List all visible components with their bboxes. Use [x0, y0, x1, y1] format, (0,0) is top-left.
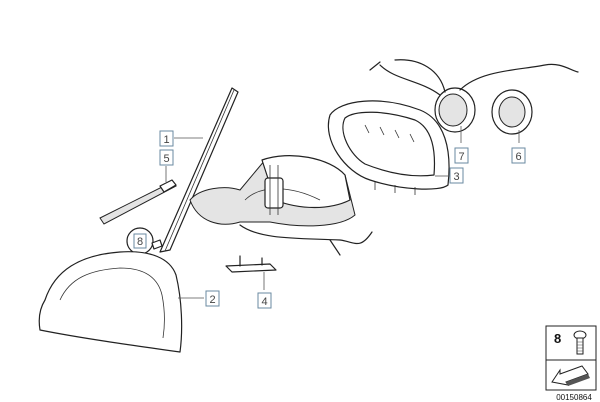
bracket[interactable]: [225, 255, 277, 273]
screw-stub: [151, 239, 163, 250]
image-code: 00150864: [556, 393, 592, 402]
callout-3[interactable]: 3: [449, 167, 464, 184]
svg-text:6: 6: [515, 151, 521, 163]
mirror-housing[interactable]: [189, 155, 373, 256]
callout-2[interactable]: 2: [205, 290, 220, 307]
svg-text:5: 5: [163, 153, 169, 165]
mirror-frame[interactable]: [327, 100, 450, 195]
mirror-cap[interactable]: [38, 251, 183, 353]
screw-icon: [573, 330, 587, 355]
legend-number: 8: [554, 331, 561, 346]
legend-box: 8: [545, 325, 597, 391]
svg-text:7: 7: [458, 151, 464, 163]
svg-text:3: 3: [453, 171, 459, 183]
callout-5[interactable]: 5: [159, 149, 174, 166]
svg-text:1: 1: [163, 134, 169, 146]
svg-text:8: 8: [137, 236, 143, 248]
callout-6[interactable]: 6: [511, 147, 526, 164]
svg-text:2: 2: [209, 294, 215, 306]
trim-strip[interactable]: [99, 179, 177, 225]
leader-lines: [165, 126, 520, 299]
callout-1[interactable]: 1: [159, 130, 174, 147]
callout-7[interactable]: 7: [454, 147, 469, 164]
mirror-glass[interactable]: [159, 87, 239, 253]
callout-4[interactable]: 4: [257, 292, 272, 309]
callout-8[interactable]: 8: [133, 233, 147, 249]
adjuster-motor[interactable]: [369, 59, 579, 133]
svg-text:4: 4: [261, 296, 267, 308]
adjuster-motor-small[interactable]: [491, 89, 533, 135]
